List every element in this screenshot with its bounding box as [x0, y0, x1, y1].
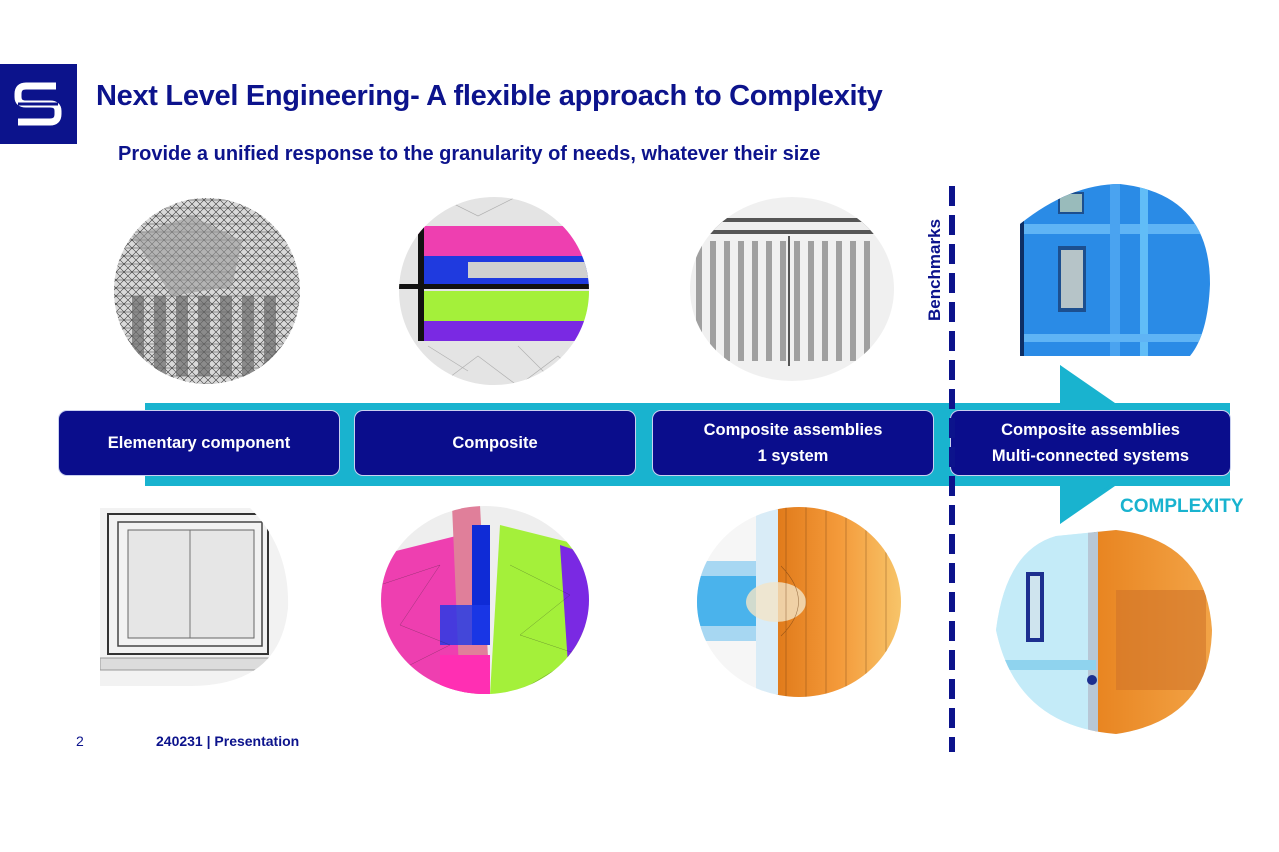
page-title: Next Level Engineering- A flexible appro…: [96, 80, 883, 112]
page-number: 2: [76, 733, 84, 749]
mesh-window-section-icon: [381, 506, 589, 694]
company-logo: [0, 64, 77, 144]
stage-elementary-component: Elementary component: [58, 410, 340, 476]
mesh-sphere-grey-icon: [114, 198, 300, 384]
mesh-composite-layers-icon: [399, 197, 589, 385]
thermal-junction-icon: [697, 507, 901, 697]
benchmarks-divider: [949, 186, 955, 752]
benchmarks-label: Benchmarks: [925, 218, 944, 322]
stage-composite: Composite: [354, 410, 636, 476]
page-subtitle: Provide a unified response to the granul…: [118, 143, 821, 165]
facade-window-blue-icon: [1020, 184, 1210, 356]
thermal-facade-icon: [996, 530, 1212, 734]
footer-text: 240231 | Presentation: [156, 733, 300, 749]
window-frame-grey-icon: [100, 508, 289, 686]
s-logo-icon: [14, 82, 62, 126]
complexity-label: COMPLEXITY: [1120, 496, 1244, 517]
mesh-grooved-panel-icon: [690, 197, 894, 381]
